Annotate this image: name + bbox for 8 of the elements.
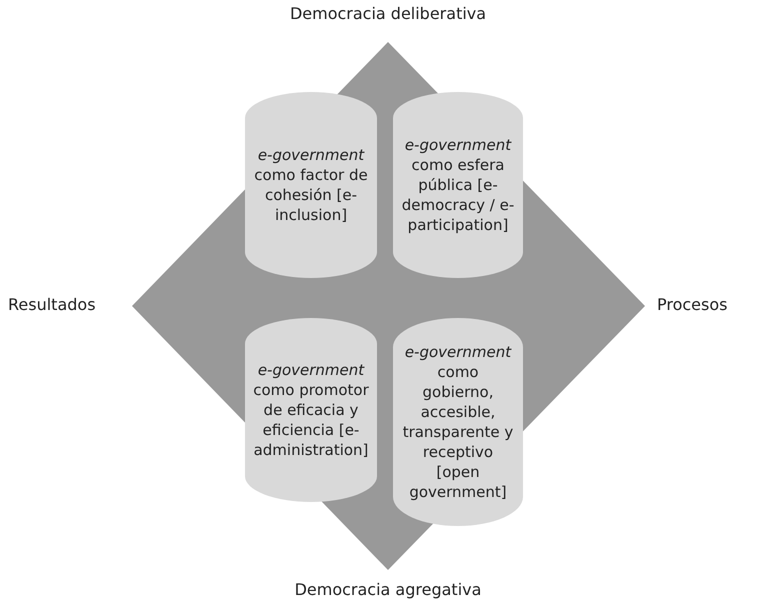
axis-label: Democracia agregativa [294,580,482,599]
quadrant-box: e-government como gobierno, accesible, transparente y receptivo [open government] [393,318,523,526]
axis-label: Procesos [657,295,728,314]
axis-label: Resultados [8,295,96,314]
quadrant-box: e-government como promotor de eficacia y eficiencia [e-administration] [245,318,377,502]
quadrant-box: e-government como esfera pública [e-democracy / e-participation] [393,92,523,278]
quadrant-box: e-government como factor de cohesión [e-inclusion] [245,92,377,278]
axis-label: Democracia deliberativa [290,4,486,23]
